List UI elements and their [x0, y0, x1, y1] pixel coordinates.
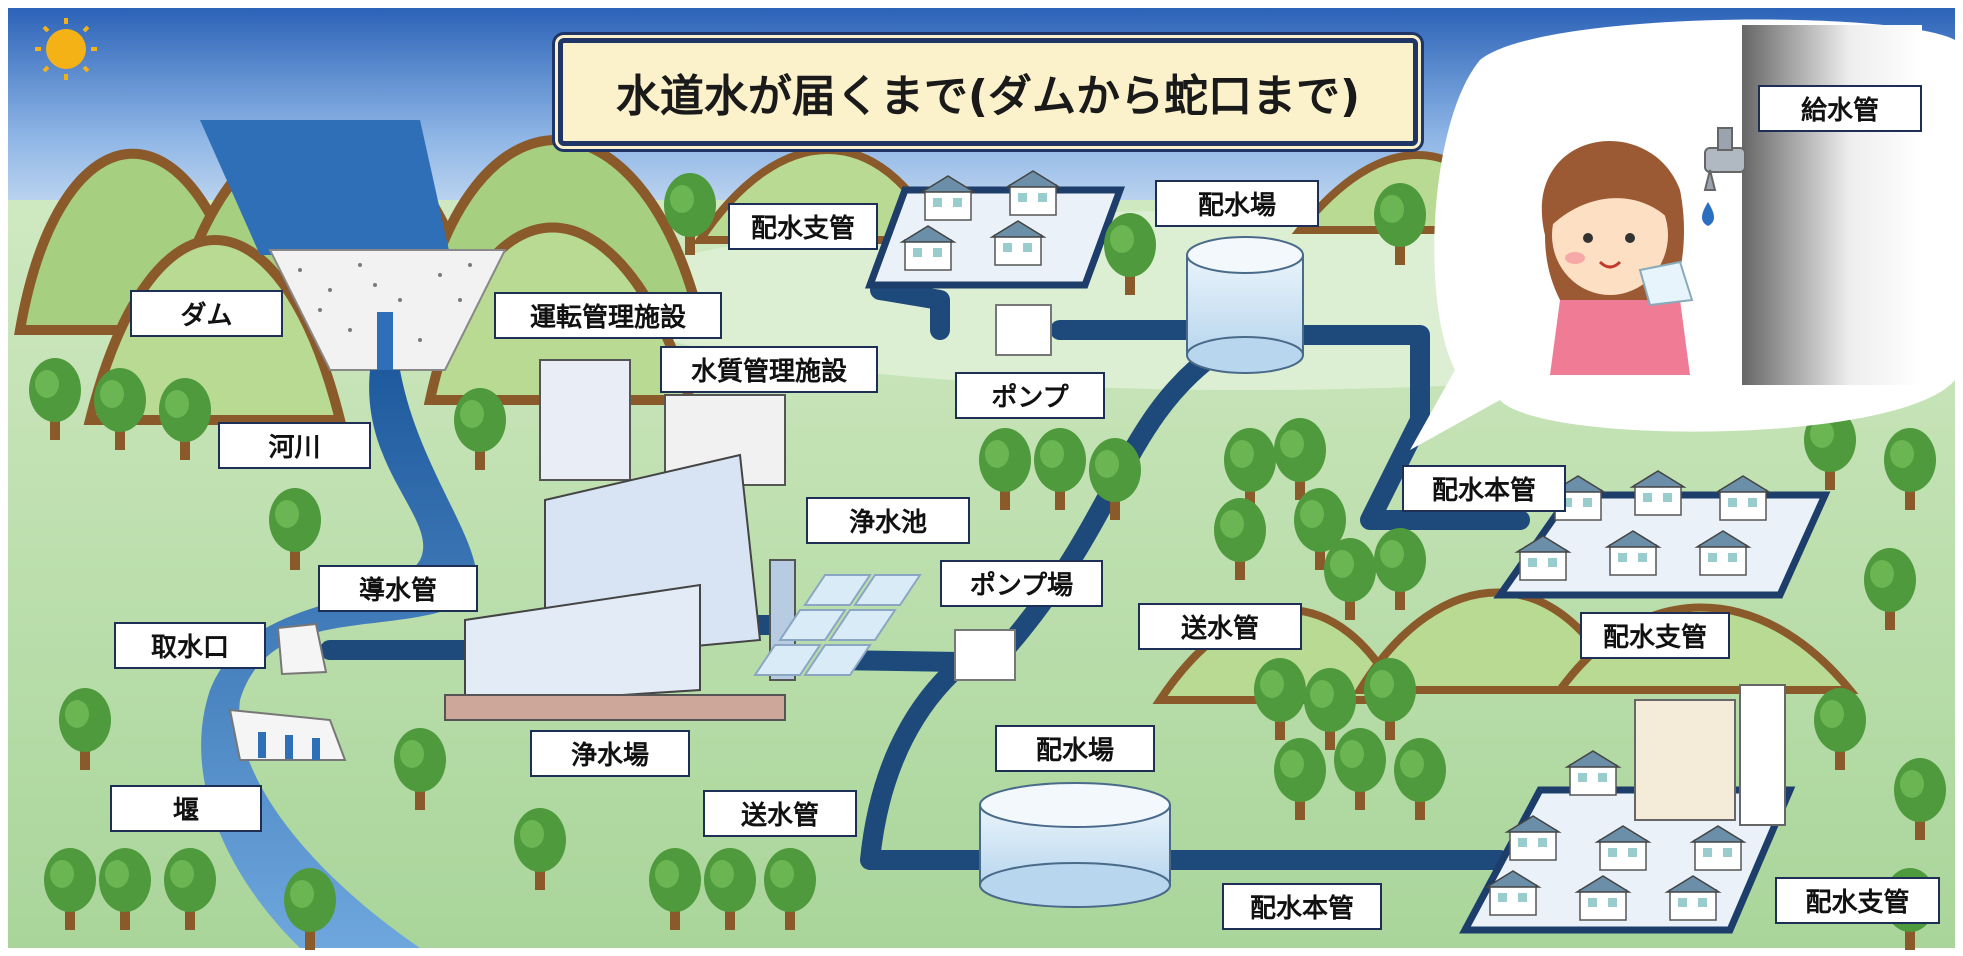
intake-icon: [276, 622, 328, 676]
label-distribution-branch-top: 配水支管: [728, 203, 878, 250]
dam-icon: [200, 120, 507, 372]
label-distribution-main-bottom: 配水本管: [1222, 883, 1382, 930]
label-river: 河川: [218, 422, 371, 469]
pump-station-icon: [954, 629, 1016, 681]
wall: [1742, 25, 1922, 385]
house-block-right: [1493, 470, 1831, 599]
label-transmission-pipe-bottom: 送水管: [703, 790, 857, 837]
label-clear-water-pool: 浄水池: [806, 497, 970, 544]
label-intake: 取水口: [114, 622, 266, 669]
purification-plant-icon: [444, 359, 796, 721]
label-pump-station: ポンプ場: [940, 560, 1103, 607]
label-purification-plant: 浄水場: [530, 730, 690, 777]
label-distribution-branch-bottom: 配水支管: [1775, 877, 1940, 924]
faucet-icon: [1702, 127, 1746, 226]
weir-icon: [228, 708, 347, 761]
label-intake-pipe: 導水管: [318, 565, 478, 612]
label-distribution-reservoir-top: 配水場: [1155, 180, 1319, 227]
label-weir: 堰: [110, 785, 262, 832]
label-operation-facility: 運転管理施設: [494, 292, 722, 339]
tank-icon-bottom: [979, 782, 1171, 908]
label-pump: ポンプ: [955, 372, 1105, 419]
sun-icon: [35, 18, 97, 80]
pump-icon: [995, 304, 1052, 356]
label-water-quality-facility: 水質管理施設: [660, 346, 878, 393]
clear-water-pool-icon: [753, 574, 922, 676]
label-dam: ダム: [130, 290, 283, 337]
girl-icon: [1541, 140, 1694, 375]
label-distribution-reservoir-bottom: 配水場: [995, 725, 1155, 772]
label-distribution-main-right: 配水本管: [1402, 465, 1566, 512]
label-service-pipe: 給水管: [1758, 85, 1922, 132]
house-block-top: [864, 170, 1126, 289]
page-title: 水道水が届くまで(ダムから蛇口まで): [558, 38, 1418, 146]
tank-icon-top: [1186, 236, 1304, 374]
label-distribution-branch-right: 配水支管: [1580, 612, 1730, 659]
river: [201, 370, 477, 948]
label-transmission-pipe-mid: 送水管: [1138, 603, 1302, 650]
house-block-bottom: [1459, 684, 1796, 934]
